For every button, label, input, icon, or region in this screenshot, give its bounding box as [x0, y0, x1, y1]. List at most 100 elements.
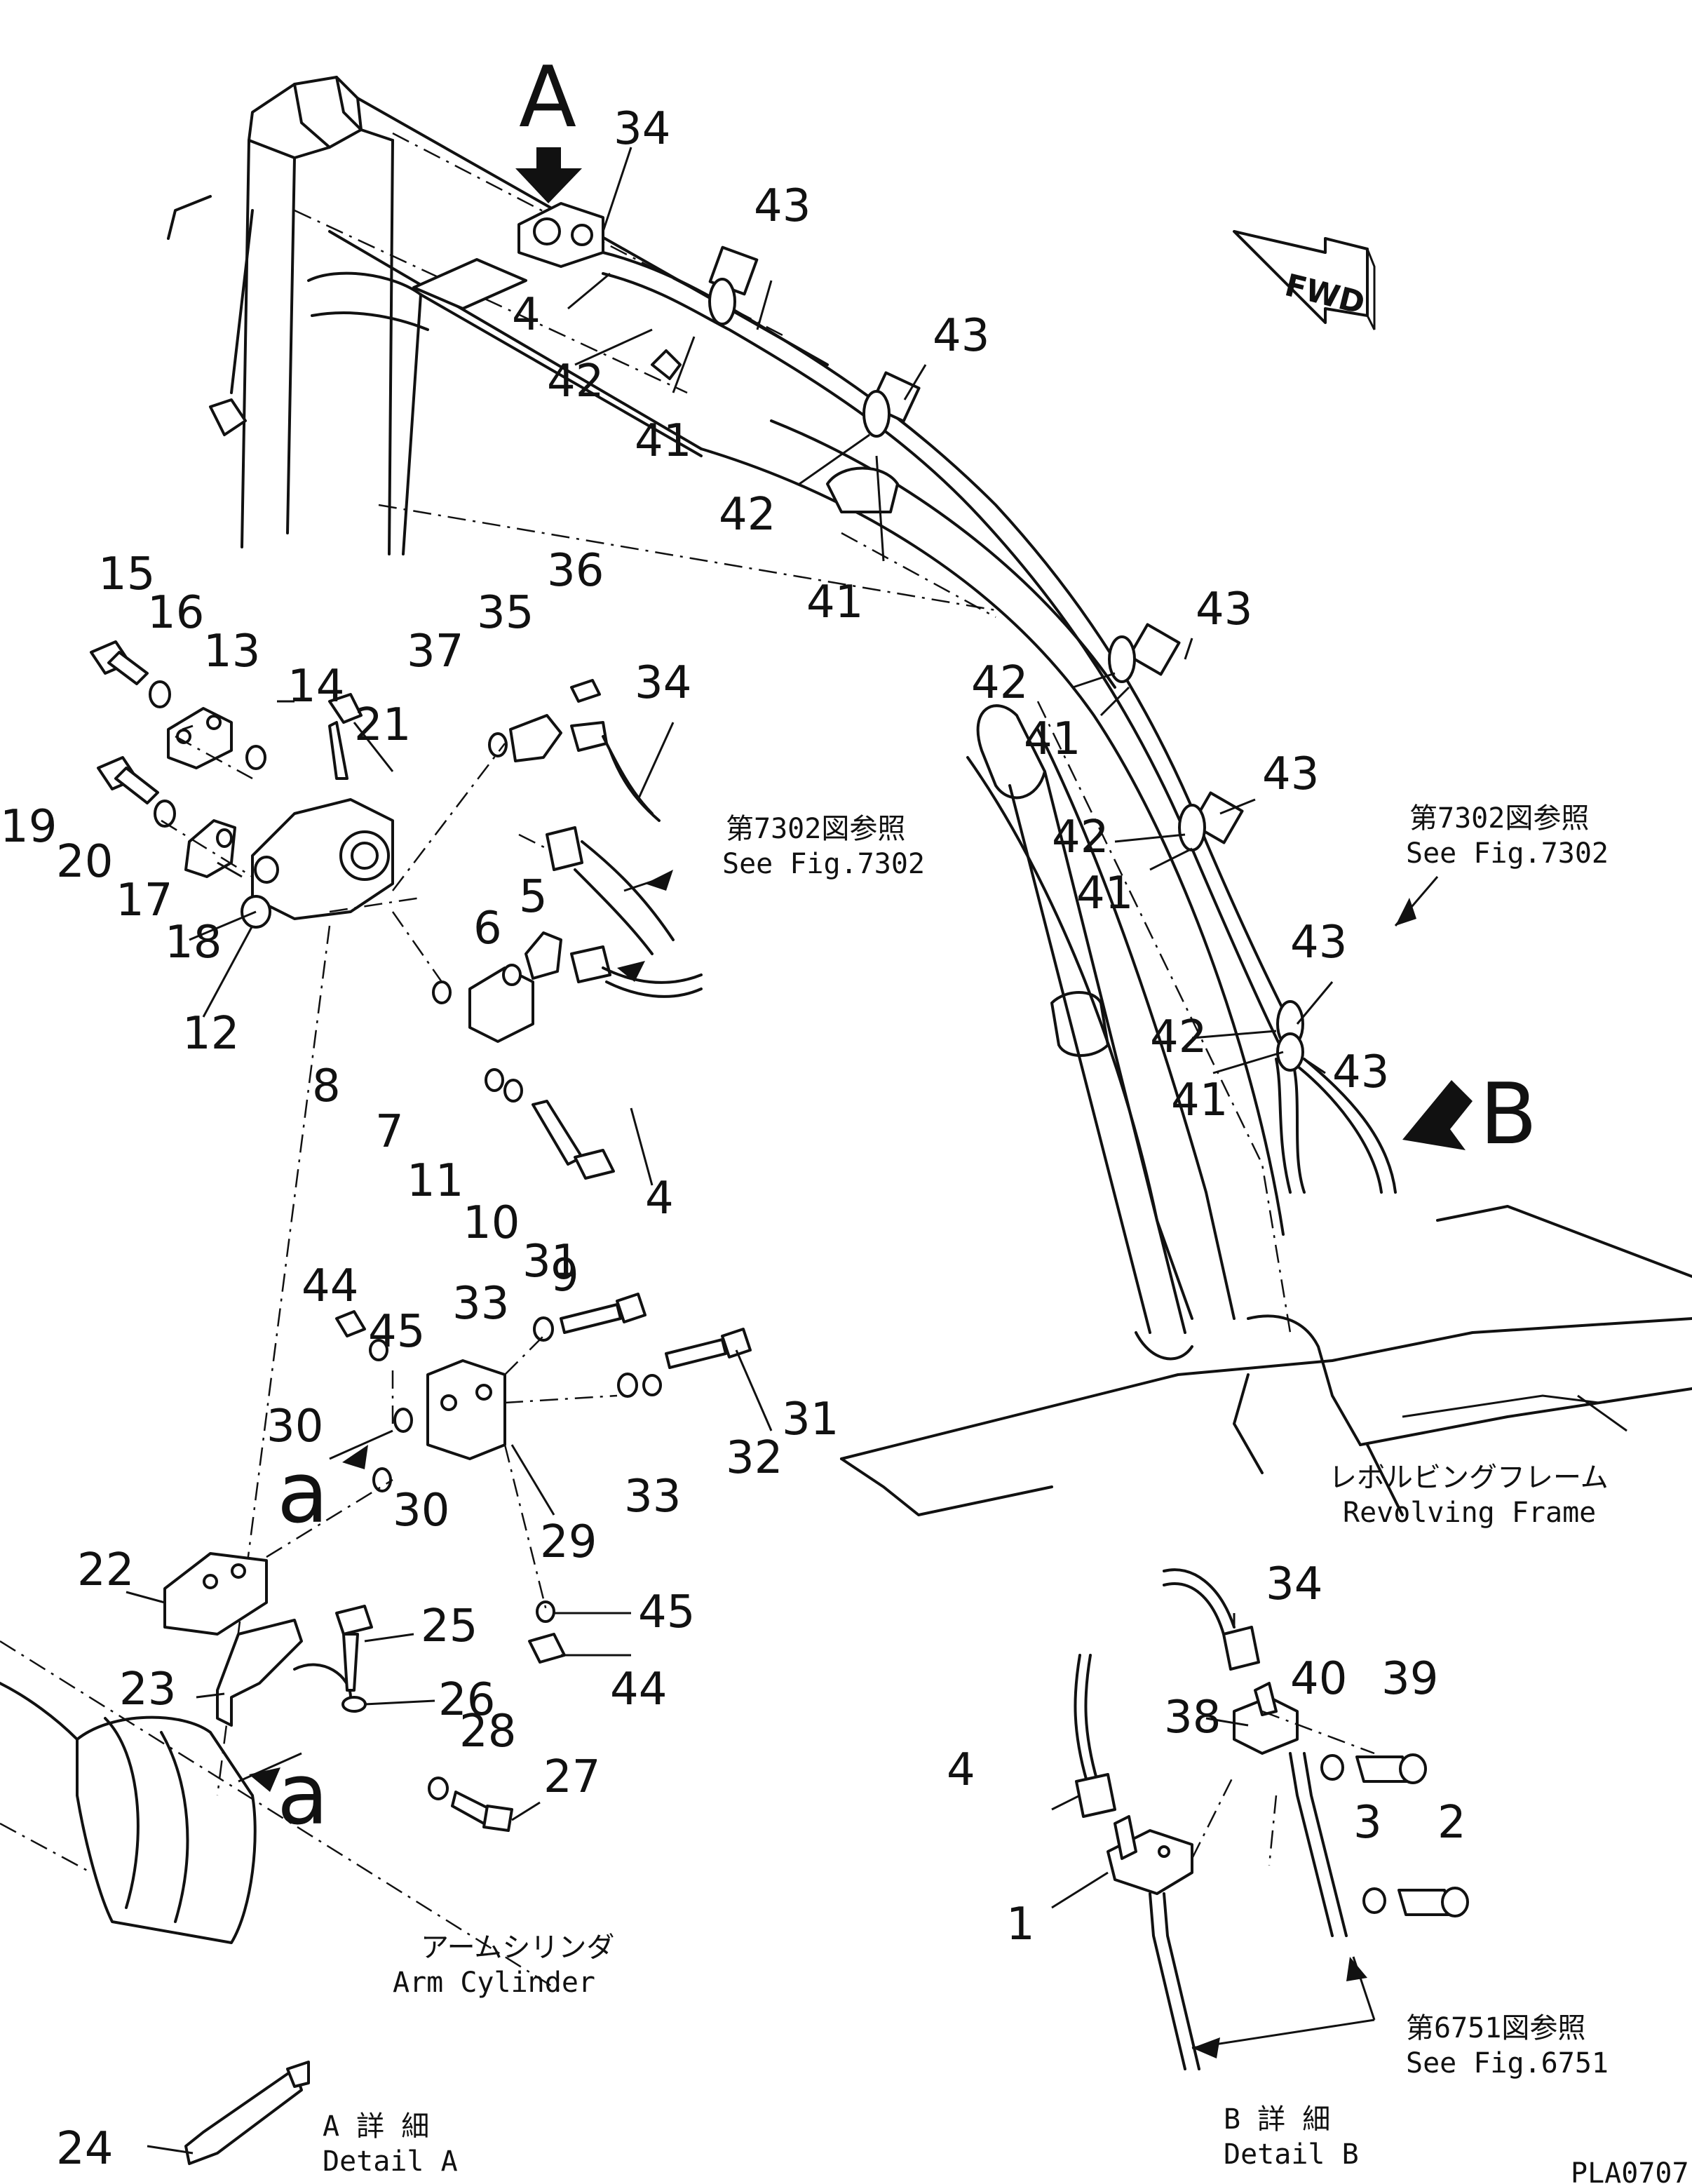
- drawing-code: PLA0707: [1571, 2157, 1689, 2184]
- callout-43: 43: [1196, 584, 1252, 635]
- callout-43: 43: [1262, 748, 1319, 800]
- detail-b-jp: B 詳 細: [1224, 2103, 1330, 2136]
- callout-26: 26: [438, 1674, 495, 1726]
- callout-40: 40: [1290, 1653, 1347, 1705]
- see-fig-6751-en: See Fig.6751: [1406, 2047, 1609, 2079]
- callout-33: 33: [452, 1278, 509, 1330]
- callout-21: 21: [354, 699, 411, 751]
- revolving-frame-jp: レボルビングフレーム: [1329, 1462, 1609, 1494]
- detail-b-parts: [1074, 1568, 1469, 2070]
- callout-4: 4: [512, 289, 541, 341]
- callout-41: 41: [806, 577, 863, 628]
- callout-35: 35: [477, 587, 534, 639]
- callout-33: 33: [624, 1471, 681, 1523]
- callout-31: 31: [782, 1394, 839, 1445]
- callout-30: 30: [266, 1401, 323, 1452]
- callout-41: 41: [1076, 868, 1133, 919]
- callout-7: 7: [375, 1106, 404, 1158]
- callout-43: 43: [754, 180, 811, 232]
- callout-29: 29: [540, 1516, 597, 1568]
- callout-12: 12: [182, 1008, 239, 1060]
- callout-41: 41: [1024, 713, 1081, 765]
- callout-6: 6: [473, 903, 502, 955]
- callout-43: 43: [1332, 1046, 1389, 1098]
- callout-45: 45: [638, 1586, 695, 1638]
- view-letter-a-lower: a: [277, 1746, 329, 1844]
- callout-22: 22: [77, 1544, 134, 1596]
- callout-42: 42: [1150, 1011, 1207, 1063]
- callout-44: 44: [302, 1260, 358, 1312]
- callout-41: 41: [1171, 1074, 1228, 1126]
- boom-structure: [167, 76, 1692, 1516]
- view-letter-B: B: [1480, 1066, 1537, 1164]
- view-letter-A: A: [519, 49, 576, 147]
- callout-19: 19: [0, 801, 57, 853]
- callout-numbers: 34 43 4 42 41 43 42 41 43 42 41 43 42 41…: [0, 103, 1466, 2175]
- callout-4: 4: [947, 1744, 975, 1796]
- see-fig-6751-jp: 第6751図参照: [1406, 2012, 1585, 2044]
- leader-lines: [126, 147, 1439, 2155]
- callout-2: 2: [1437, 1797, 1466, 1849]
- callout-13: 13: [203, 626, 260, 678]
- callout-34: 34: [1266, 1558, 1322, 1610]
- callout-38: 38: [1164, 1692, 1221, 1744]
- callout-34: 34: [635, 657, 691, 709]
- callout-25: 25: [421, 1600, 478, 1652]
- detail-a-parts: [0, 1293, 752, 2165]
- callout-15: 15: [98, 548, 155, 600]
- callout-34: 34: [614, 103, 670, 155]
- callout-39: 39: [1381, 1653, 1438, 1705]
- callout-45: 45: [368, 1306, 425, 1358]
- callout-23: 23: [119, 1664, 176, 1715]
- callout-3: 3: [1353, 1797, 1382, 1849]
- callout-20: 20: [56, 836, 113, 888]
- callout-30: 30: [393, 1485, 449, 1537]
- arm-cylinder-en: Arm Cylinder: [393, 1967, 595, 1999]
- callout-14: 14: [287, 661, 344, 713]
- callout-42: 42: [1052, 811, 1109, 863]
- callout-37: 37: [407, 626, 463, 678]
- view-letter-a-upper: a: [277, 1445, 329, 1542]
- callout-42: 42: [719, 489, 776, 541]
- exploded-valve-parts: [90, 640, 703, 1796]
- callout-42: 42: [971, 657, 1028, 709]
- callout-24: 24: [56, 2123, 113, 2175]
- see-fig-7302-left-jp: 第7302図参照: [726, 813, 905, 845]
- view-arrow-A: A: [515, 49, 582, 203]
- callout-11: 11: [407, 1155, 463, 1207]
- see-fig-7302-right-jp: 第7302図参照: [1409, 802, 1589, 835]
- callout-41: 41: [635, 415, 691, 467]
- callout-17: 17: [116, 875, 172, 926]
- callout-10: 10: [463, 1197, 520, 1249]
- callout-27: 27: [543, 1751, 600, 1803]
- callout-18: 18: [165, 917, 222, 969]
- reference-notes: 第7302図参照 See Fig.7302 第7302図参照 See Fig.7…: [323, 802, 1689, 2184]
- callout-4: 4: [645, 1173, 674, 1225]
- revolving-frame-en: Revolving Frame: [1343, 1497, 1596, 1529]
- detail-a-en: Detail A: [323, 2145, 458, 2178]
- callout-28: 28: [459, 1706, 516, 1758]
- see-fig-7302-right-en: See Fig.7302: [1406, 837, 1609, 870]
- callout-1: 1: [1006, 1899, 1035, 1950]
- see-fig-7302-left-en: See Fig.7302: [722, 848, 925, 880]
- view-arrow-B: B: [1402, 1066, 1537, 1164]
- a-indicators: a a: [238, 1429, 393, 1844]
- arm-cylinder-jp: アームシリンダ: [421, 1932, 614, 1964]
- callout-36: 36: [547, 545, 604, 597]
- callout-43: 43: [1290, 917, 1347, 969]
- callout-43: 43: [933, 310, 989, 362]
- callout-42: 42: [547, 356, 604, 407]
- detail-b-en: Detail B: [1224, 2138, 1359, 2171]
- callout-16: 16: [147, 587, 204, 639]
- forward-direction-indicator: FWD: [1233, 230, 1376, 330]
- callout-32: 32: [726, 1432, 783, 1484]
- callout-31: 31: [522, 1236, 579, 1288]
- callout-44: 44: [610, 1664, 667, 1715]
- detail-a-jp: A 詳 細: [323, 2110, 429, 2143]
- callout-9: 9: [550, 1250, 579, 1302]
- clamp-set: [708, 245, 1304, 1072]
- callout-5: 5: [519, 871, 548, 923]
- valve-assembly-top: [209, 202, 899, 513]
- callout-8: 8: [312, 1060, 341, 1112]
